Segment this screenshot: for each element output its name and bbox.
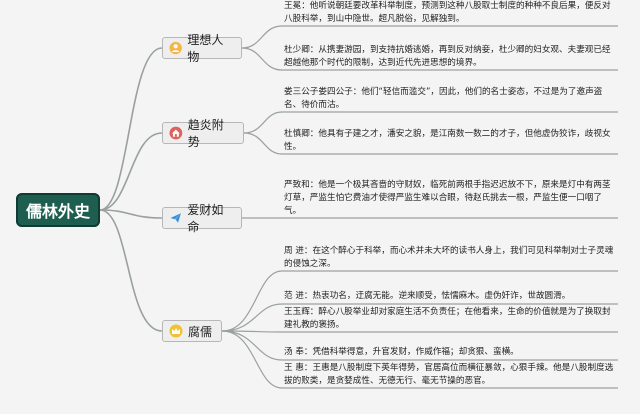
- leaf-line-4-2: [221, 303, 618, 332]
- leaf-line-4-4: [221, 330, 618, 361]
- root-topic[interactable]: 儒林外史: [16, 193, 100, 227]
- topic-label: 趋炎附势: [187, 118, 224, 149]
- leaf-wang-hui: 王 惠：王惠是八股制度下英年得势，官居高位而横征暴敛，心狠手辣。他是八股制度选拔…: [284, 363, 614, 387]
- leaf-du-shenqing: 杜慎卿：他具有子建之才，潘安之貌，是江南数一数二的才子，但他虚伪狡诈，歧视女性。: [284, 129, 611, 153]
- leaf-fan-jin: 范 进：热衷功名，迂腐无能。逆来顺受，怯懦麻木。虚伪奸诈，世故圆滑。: [284, 291, 571, 301]
- leaf-wang-yuhui: 王玉辉：醉心八股举业却对家庭生活不负责任；在他看来，生命的价值就是为了换取封建礼…: [284, 307, 611, 331]
- leaf-line-1-2: [241, 47, 618, 71]
- topic-label: 理想人物: [187, 33, 224, 64]
- branch-line-1: [99, 47, 163, 211]
- leaf-du-shaoqing: 杜少卿：从携妻游园，到支持抗婚逃婚，再到反对纳妾，杜少卿的妇女观、夫妻观已经超越…: [284, 45, 611, 69]
- leaf-line-4-5: [221, 330, 618, 389]
- person-icon: [169, 41, 182, 55]
- leaf-lou-brothers: 娄三公子娄四公子：他们“轻信而滥交”，因此，他们的名士姿态，不过是为了邀声盗名、…: [284, 87, 603, 111]
- leaf-tang-feng: 汤 奉：凭借科举得意，升官发财，作威作福；却贪狠、蛮横。: [284, 347, 519, 357]
- leaf-line-1-1: [241, 25, 618, 49]
- leaf-line-4-3: [221, 330, 618, 333]
- leaf-wang-mian: 王冕：他听说朝廷要改革科举制度，预测到这种八股取士制度的种种不良后果，便反对八股…: [284, 1, 611, 25]
- branch-line-3: [99, 209, 163, 219]
- branch-line-2: [99, 132, 163, 211]
- root-topic-label: 儒林外史: [25, 202, 90, 221]
- leaf-yan-zhihe: 严致和：他是一个极其吝啬的守财奴，临死前两根手指迟迟放不下，原来是灯中有两茎灯草…: [284, 180, 611, 217]
- home-icon: [169, 126, 183, 140]
- topic-label: 爱财如命: [187, 203, 224, 234]
- paper-plane-icon: [170, 213, 181, 223]
- branch-line-4: [99, 209, 163, 332]
- topic-social-climbers[interactable]: 趋炎附势: [162, 118, 244, 149]
- leaf-zhou-jin: 周 进：在这个醉心于科举，而心术并未大坏的读书人身上，我们可见科举制对士子灵魂的…: [284, 246, 614, 270]
- crown-icon: [169, 324, 183, 338]
- topic-ideal-figures[interactable]: 理想人物: [162, 33, 242, 64]
- leaf-line-4-1: [221, 270, 618, 332]
- leaf-line-2-1: [243, 111, 618, 134]
- topic-money-lovers[interactable]: 爱财如命: [162, 203, 242, 234]
- leaf-line-2-2: [243, 132, 618, 155]
- topic-label: 腐儒: [188, 324, 213, 339]
- topic-pedants[interactable]: 腐儒: [162, 320, 222, 342]
